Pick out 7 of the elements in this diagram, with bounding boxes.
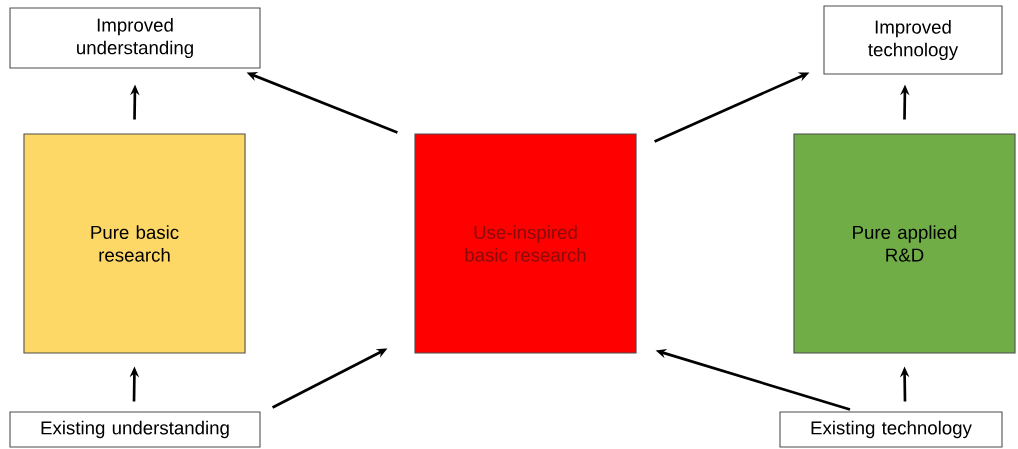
research-box: Pure applied R&D [793,133,1016,354]
input-box: Existing understanding [9,411,261,448]
result-box: Improved understanding [9,7,261,69]
research-box: Use-inspired basic research [414,133,637,354]
result-box: Improved technology [823,5,1003,75]
input-box: Existing technology [779,411,1003,448]
research-box: Pure basic research [23,133,246,354]
